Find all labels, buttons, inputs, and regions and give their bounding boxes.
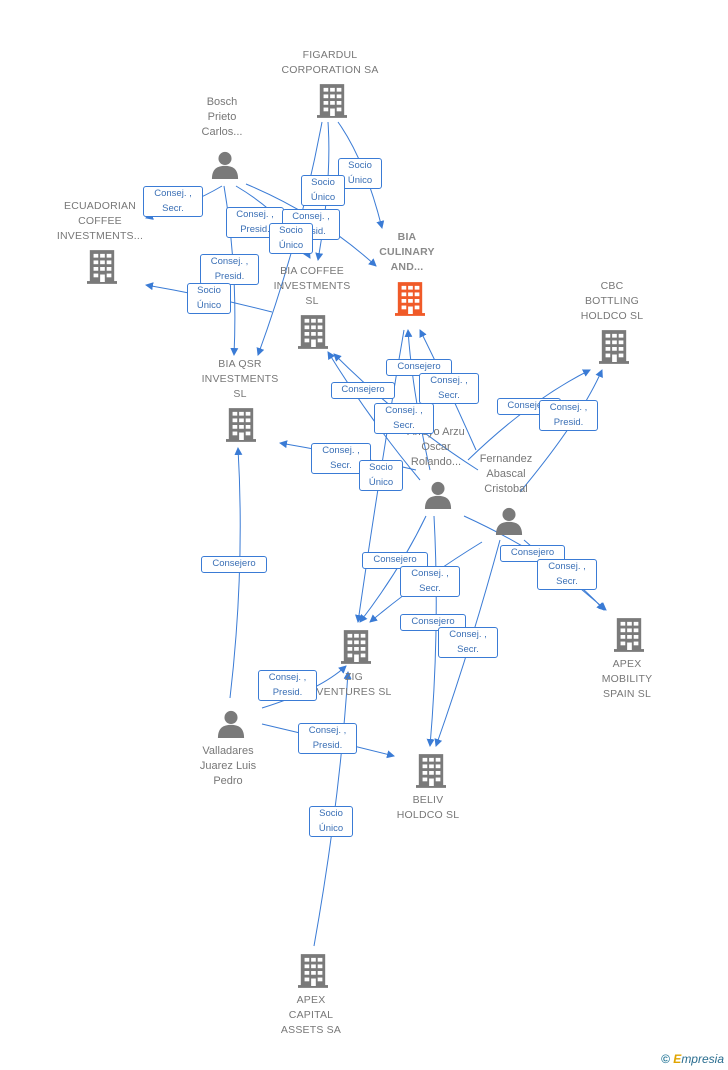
node-apex-capital[interactable]: APEX CAPITAL ASSETS SA: [280, 994, 342, 1036]
arzu-person-icon: [424, 481, 452, 509]
node-bia-culinary[interactable]: BIA CULINARY AND...: [379, 231, 435, 273]
ecuadorian-building-icon: [87, 250, 117, 284]
node-bia-coffee[interactable]: BIA COFFEE INVESTMENTS SL: [273, 265, 351, 307]
edge-label[interactable]: Consej. , Presid.: [200, 254, 259, 285]
edge-valladares-bia-qsr: [229, 447, 243, 699]
edge-label[interactable]: Consej. , Presid.: [539, 400, 598, 431]
edge-label[interactable]: Socio Único: [269, 223, 313, 254]
edge-label[interactable]: Consejero: [201, 556, 267, 573]
edge-label[interactable]: Socio Único: [187, 283, 231, 314]
edge-fernandez-cbc-2: [519, 369, 603, 493]
edge-label[interactable]: Consej. , Secr.: [419, 373, 479, 404]
figardul-building-icon: [317, 84, 347, 118]
apex-capital-building-icon: [298, 954, 328, 988]
node-beliv[interactable]: BELIV HOLDCO SL: [396, 794, 460, 821]
edge-label[interactable]: Socio Único: [359, 460, 403, 491]
edge-arzu-zig-1: [359, 515, 427, 623]
brand-e: E: [673, 1052, 682, 1066]
copyright-icon: ©: [661, 1052, 670, 1066]
edge-label[interactable]: Consej. , Secr.: [400, 566, 460, 597]
empresia-watermark: © Empresia: [661, 1052, 724, 1066]
edge-label[interactable]: Consej. , Presid.: [226, 207, 284, 238]
valladares-person-icon: [217, 710, 245, 738]
edge-label[interactable]: Consejero: [400, 614, 466, 631]
edge-label[interactable]: Consej. , Presid.: [298, 723, 357, 754]
node-bia-qsr[interactable]: BIA QSR INVESTMENTS SL: [201, 358, 279, 400]
apex-mobility-building-icon: [614, 618, 644, 652]
edge-label[interactable]: Socio Único: [301, 175, 345, 206]
edge-arzu-bia-coffee: [327, 351, 421, 481]
node-ecuadorian[interactable]: ECUADORIAN COFFEE INVESTMENTS...: [56, 200, 144, 242]
edge-label[interactable]: Consej. , Secr.: [374, 403, 434, 434]
edge-label[interactable]: Consej. , Secr.: [537, 559, 597, 590]
edge-label[interactable]: Consej. , Secr.: [143, 186, 203, 217]
edge-label[interactable]: Consejero: [500, 545, 565, 562]
edge-label[interactable]: Consej. , Secr.: [438, 627, 498, 658]
node-cbc[interactable]: CBC BOTTLING HOLDCO SL: [580, 280, 644, 322]
node-zig[interactable]: ZIG VENTURES SL: [316, 671, 392, 698]
edge-label[interactable]: Socio Único: [309, 806, 353, 837]
fernandez-person-icon: [495, 507, 523, 535]
zig-building-icon: [341, 630, 371, 664]
edge-label[interactable]: Consej. , Presid.: [258, 670, 317, 701]
bia-coffee-building-icon: [298, 315, 328, 349]
edge-label[interactable]: Consej. , Secr.: [311, 443, 371, 474]
node-valladares[interactable]: Valladares Juarez Luis Pedro: [199, 745, 257, 787]
node-bosch[interactable]: Bosch Prieto Carlos...: [201, 96, 243, 138]
bia-culinary-building-icon: [395, 282, 425, 316]
edge-arzu-bia-culinary: [404, 329, 431, 471]
brand-name: mpresia: [681, 1052, 724, 1066]
edge-label[interactable]: Consejero: [331, 382, 395, 399]
edge-arzu-beliv: [426, 515, 437, 747]
node-figardul[interactable]: FIGARDUL CORPORATION SA: [281, 49, 379, 76]
cbc-building-icon: [599, 330, 629, 364]
node-fernandez[interactable]: Fernandez Abascal Cristobal: [479, 453, 533, 495]
node-apex-mobility[interactable]: APEX MOBILITY SPAIN SL: [601, 658, 653, 700]
edge-label[interactable]: Consejero: [362, 552, 428, 569]
bosch-person-icon: [211, 151, 239, 179]
bia-qsr-building-icon: [226, 408, 256, 442]
beliv-building-icon: [416, 754, 446, 788]
edge-apex-capital-zig: [313, 671, 352, 947]
edge-label[interactable]: Socio Único: [338, 158, 382, 189]
